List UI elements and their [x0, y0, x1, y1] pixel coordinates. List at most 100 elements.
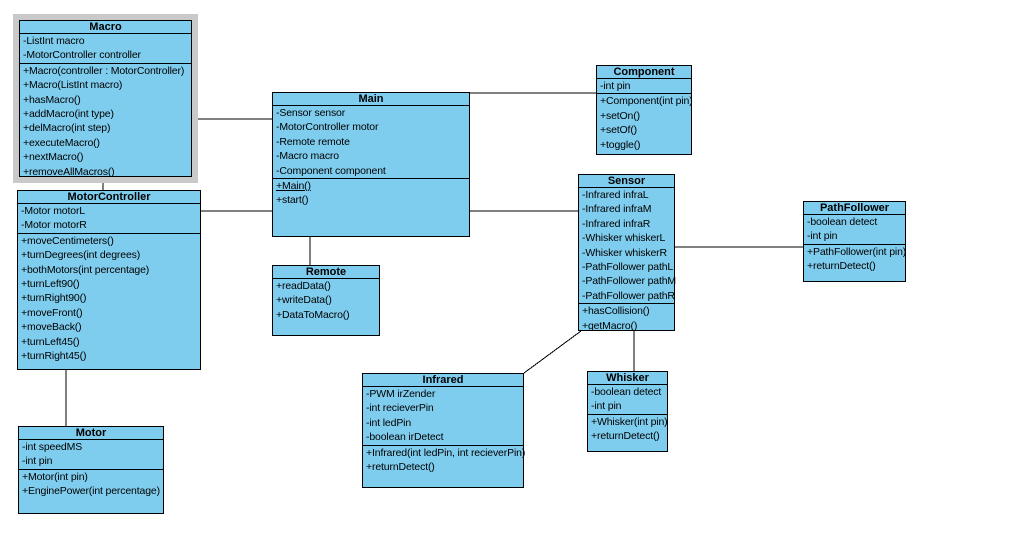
- class-box-motor[interactable]: Motor -int speedMS -int pin +Motor(int pi…: [18, 426, 164, 514]
- class-methods: +readData() +writeData()+DataToMacro(): [273, 279, 379, 335]
- class-member[interactable]: +returnDetect(): [591, 430, 660, 443]
- class-member[interactable]: +returnDetect(): [807, 260, 876, 273]
- class-member[interactable]: -PathFollower pathL: [582, 261, 674, 274]
- class-box-infrared[interactable]: Infrared -PWM irZender -int recieverPin-i…: [362, 373, 526, 488]
- class-member[interactable]: -Macro macro: [276, 150, 339, 163]
- class-member[interactable]: -Whisker whiskerL: [582, 232, 666, 245]
- class-member[interactable]: -PWM irZender: [366, 388, 436, 400]
- class-box-component[interactable]: Component -int pin +Component(int pin)+s…: [596, 65, 693, 155]
- class-title[interactable]: MotorController: [18, 191, 200, 204]
- class-member[interactable]: +moveFront(): [21, 306, 83, 319]
- class-attributes: -boolean detect -int pin: [588, 385, 667, 415]
- class-member[interactable]: -int pin: [591, 400, 622, 413]
- class-member[interactable]: -int ledPin: [366, 416, 412, 429]
- class-title[interactable]: Main: [273, 93, 469, 106]
- class-member[interactable]: -PathFollower pathR: [582, 289, 675, 302]
- class-title[interactable]: Component: [597, 66, 691, 79]
- class-box-pathfollower[interactable]: PathFollower -boolean detect -int pin +Pa…: [803, 201, 906, 282]
- class-member[interactable]: +toggle(): [600, 138, 641, 151]
- class-member[interactable]: +start(): [276, 194, 309, 207]
- class-box-sensor[interactable]: Sensor -Infrared infraL-Infrared infraM-…: [578, 174, 677, 333]
- class-member[interactable]: +EnginePower(int percentage): [22, 485, 160, 498]
- class-member[interactable]: -int pin: [22, 455, 53, 468]
- class-member[interactable]: -boolean detect: [807, 216, 878, 228]
- class-member[interactable]: +getMacro(): [582, 319, 638, 332]
- class-methods: +Whisker(int pin) +returnDetect(): [588, 415, 668, 451]
- class-methods: +Macro(controller : MotorController) +Mac…: [20, 64, 191, 179]
- class-member[interactable]: +Macro(ListInt macro): [23, 79, 123, 92]
- class-member[interactable]: +turnLeft45(): [21, 335, 80, 348]
- class-member[interactable]: +Main(): [276, 180, 311, 193]
- class-title[interactable]: Sensor: [579, 175, 674, 188]
- class-member[interactable]: +hasCollision(): [582, 305, 650, 318]
- class-member[interactable]: +turnRight90(): [21, 292, 87, 305]
- class-box-remote[interactable]: Remote +readData() +writeData()+DataToMac…: [272, 265, 380, 336]
- class-member[interactable]: -boolean irDetect: [366, 431, 444, 444]
- class-member[interactable]: +bothMotors(int percentage): [21, 263, 150, 276]
- class-member[interactable]: -Infrared infraM: [582, 203, 652, 216]
- class-member[interactable]: +turnRight45(): [21, 350, 87, 363]
- class-member[interactable]: +Whisker(int pin): [591, 415, 668, 428]
- class-member[interactable]: -PathFollower pathM: [582, 275, 677, 288]
- class-attributes: -Infrared infraL -Infrared infraM-Infrare…: [579, 188, 677, 305]
- class-member[interactable]: -Infrared infraR: [582, 217, 651, 230]
- class-member[interactable]: -Infrared infraL: [582, 189, 649, 201]
- class-member[interactable]: -boolean detect: [591, 386, 662, 398]
- class-member[interactable]: +delMacro(int step): [23, 122, 111, 135]
- class-title[interactable]: PathFollower: [804, 202, 905, 215]
- class-member[interactable]: +setOf(): [600, 124, 638, 137]
- class-member[interactable]: +readData(): [276, 280, 331, 292]
- class-member[interactable]: +moveCentimeters(): [21, 234, 114, 247]
- class-member[interactable]: -ListInt macro: [23, 35, 85, 47]
- class-member[interactable]: +returnDetect(): [366, 461, 435, 474]
- class-member[interactable]: +Macro(controller : MotorController): [23, 64, 185, 77]
- class-title[interactable]: Whisker: [588, 372, 667, 385]
- class-member[interactable]: -Remote remote: [276, 135, 350, 148]
- class-member[interactable]: -Whisker whiskerR: [582, 246, 667, 259]
- class-title[interactable]: Macro: [20, 21, 191, 34]
- class-member[interactable]: -MotorController controller: [23, 49, 141, 62]
- class-box-main[interactable]: Main -Sensor sensor -MotorController moto…: [272, 92, 470, 237]
- class-member[interactable]: -Sensor sensor: [276, 107, 346, 119]
- class-methods: +hasCollision()+getMacro(): [579, 304, 674, 333]
- class-member[interactable]: +removeAllMacros(): [23, 165, 115, 178]
- class-member[interactable]: +setOn(): [600, 109, 640, 122]
- class-box-macro[interactable]: Macro -ListInt macro -MotorController con…: [19, 20, 192, 179]
- class-member[interactable]: -int pin: [807, 230, 838, 243]
- class-box-motorcontroller[interactable]: MotorController -Motor motorL-Motor moto…: [17, 190, 201, 370]
- connector-sensor-infrared[interactable]: [523, 330, 582, 374]
- class-member[interactable]: -Motor motorR: [21, 219, 87, 232]
- class-attributes: -PWM irZender -int recieverPin-int ledPin…: [363, 387, 523, 446]
- class-attributes: -Motor motorL -Motor motorR: [18, 204, 200, 234]
- class-member[interactable]: -Component component: [276, 164, 386, 177]
- class-member[interactable]: +moveBack(): [21, 321, 82, 334]
- class-attributes: -ListInt macro -MotorController controlle…: [20, 34, 191, 64]
- class-member[interactable]: +Motor(int pin): [22, 470, 88, 483]
- class-member[interactable]: +nextMacro(): [23, 151, 84, 164]
- class-member[interactable]: +Component(int pin): [600, 95, 693, 108]
- class-methods: +moveCentimeters() +turnDegrees(int degre…: [18, 234, 200, 369]
- class-member[interactable]: -MotorController motor: [276, 121, 379, 134]
- class-member[interactable]: -Motor motorL: [21, 205, 85, 217]
- class-member[interactable]: +writeData(): [276, 294, 332, 307]
- class-member[interactable]: -int speedMS: [22, 441, 83, 453]
- class-title[interactable]: Motor: [19, 427, 163, 440]
- class-member[interactable]: +PathFollower(int pin): [807, 245, 907, 258]
- class-member[interactable]: -int recieverPin: [366, 402, 434, 415]
- class-methods: +Main()+start(): [273, 179, 469, 236]
- class-member[interactable]: +hasMacro(): [23, 93, 81, 106]
- class-member[interactable]: -int pin: [600, 80, 631, 92]
- class-member[interactable]: +turnLeft90(): [21, 278, 80, 291]
- class-title[interactable]: Remote: [273, 266, 379, 279]
- class-member[interactable]: +executeMacro(): [23, 136, 100, 149]
- class-member[interactable]: +DataToMacro(): [276, 308, 350, 321]
- class-member[interactable]: +Infrared(int ledPin, int recieverPin): [366, 446, 526, 459]
- class-title[interactable]: Infrared: [363, 374, 523, 387]
- class-attributes: -Sensor sensor -MotorController motor-Rem…: [273, 106, 469, 180]
- class-methods: +Component(int pin)+setOn() +setOf()+togg…: [597, 94, 693, 154]
- class-member[interactable]: +addMacro(int type): [23, 108, 114, 121]
- class-box-whisker[interactable]: Whisker -boolean detect -int pin +Whisker…: [587, 371, 668, 452]
- class-member[interactable]: +turnDegrees(int degrees): [21, 249, 141, 262]
